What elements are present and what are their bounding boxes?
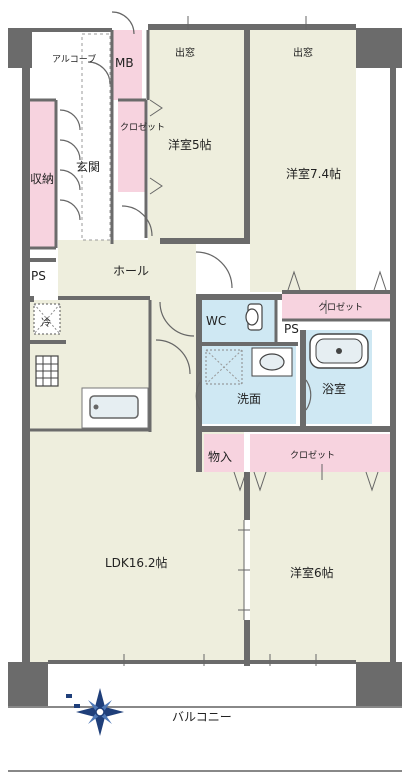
wall-top (148, 24, 356, 30)
wall-wet-bottom (196, 426, 390, 432)
wall-bottom-right-pillar (356, 662, 402, 706)
fridge-label: 冷 (41, 318, 51, 329)
wall-bed5-bottom (160, 238, 250, 244)
bath-label: 浴室 (322, 382, 347, 396)
hall-floor (58, 240, 196, 300)
wall-left (22, 60, 30, 670)
entrance-label: 玄関 (76, 160, 101, 174)
wall-kitchen-upper (58, 296, 150, 300)
balcony-label: バルコニー (172, 710, 232, 724)
closet-6-zone (250, 434, 390, 472)
balcony-rail (8, 706, 402, 708)
wall-bed6-left (244, 472, 250, 520)
wall-ldk-bottom (48, 660, 356, 664)
bedroom-6-label: 洋室6帖 (290, 566, 334, 580)
closet-7-4-label: クロゼット (318, 303, 364, 313)
hall-label: ホール (113, 264, 150, 278)
closet-5-zone (118, 100, 146, 192)
wc-zone (198, 298, 276, 344)
wall-right (390, 60, 396, 670)
wall-entrance-top (22, 28, 112, 32)
wall-wc-bottom (198, 342, 298, 346)
pantry-zone (204, 434, 244, 472)
closet-6-label: クロゼット (290, 451, 336, 461)
bedroom-7-4-label: 洋室7.4帖 (286, 167, 342, 181)
storage-label: 収納 (30, 172, 55, 186)
alcove-label: アルコーブ (52, 55, 97, 65)
mb-closet (112, 30, 142, 100)
storage-closet (30, 100, 56, 248)
ps-right-label: PS (284, 322, 299, 336)
sink-icon (89, 395, 139, 419)
wall-pantry-left (196, 432, 202, 472)
bedroom-7-4-floor (250, 30, 356, 292)
wall-bed74-bottom (282, 290, 390, 294)
wall-bottom-left-pillar (8, 662, 48, 706)
wall-kitchen-counter-left (30, 340, 66, 344)
ldk-label: LDK16.2帖 (105, 556, 168, 570)
wall-kitchen-divider (30, 296, 34, 302)
window-left-label: 出窓 (175, 48, 195, 59)
wall-hall-ps (28, 258, 56, 262)
wall-bed6-left-low (244, 620, 250, 666)
washroom-label: 洗面 (237, 392, 262, 406)
wc-label: WC (206, 314, 227, 328)
ps-left-label: PS (31, 269, 46, 283)
bedroom-5-label: 洋室5帖 (168, 138, 212, 152)
closet-7-4-zone (282, 292, 390, 320)
wall-wet-top (198, 294, 282, 300)
mb-label: MB (115, 56, 134, 70)
wall-wet-left (196, 294, 202, 432)
compass-rose-icon (76, 688, 124, 736)
wall-bath-left (300, 330, 306, 426)
pantry-label: 物入 (208, 450, 233, 464)
window-right-label: 出窓 (293, 48, 313, 59)
closet-5-label: クロゼット (120, 123, 166, 133)
bedroom-5-floor (148, 30, 244, 240)
wall-bed5-right (244, 30, 250, 244)
bedroom-6-floor (250, 472, 390, 662)
